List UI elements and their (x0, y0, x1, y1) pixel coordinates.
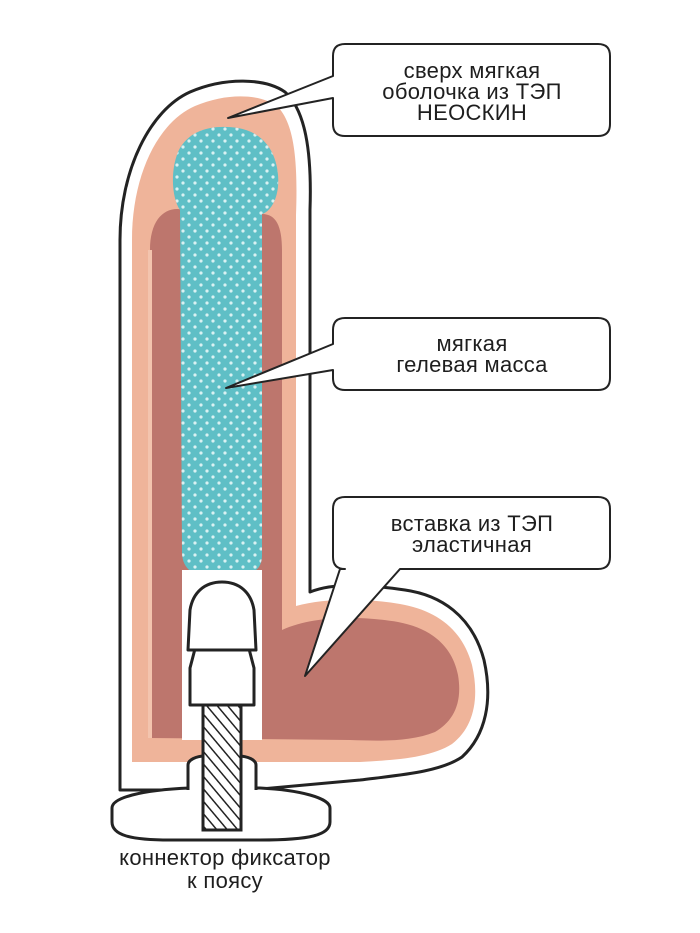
connector-caption-line-1: коннектор фиксатор (119, 845, 331, 870)
connector-tip-lower (188, 643, 256, 707)
callout-insert-line-1: вставка из ТЭП (390, 511, 554, 536)
callout-gel-text: мягкая гелевая масса (336, 331, 608, 377)
callout-gel-line-1: мягкая (436, 331, 508, 356)
callout-outer-shell-line-2: оболочка из ТЭП (382, 79, 562, 104)
callout-gel-line-2: гелевая масса (396, 352, 548, 377)
callout-outer-shell (227, 43, 611, 137)
connector-tip-upper (186, 580, 258, 652)
connector-caption-line-2: к поясу (187, 868, 263, 893)
callout-insert-text: вставка из ТЭП эластичная (336, 511, 608, 557)
connector-caption: коннектор фиксатор к поясу (60, 846, 390, 892)
callout-insert (304, 496, 611, 677)
callout-outer-shell-line-1: сверх мягкая (403, 58, 541, 83)
connector-stem (201, 703, 243, 832)
gel-core-dots (172, 126, 279, 579)
callout-outer-shell-text: сверх мягкая оболочка из ТЭП НЕОСКИН (336, 58, 608, 125)
callout-gel (225, 317, 611, 391)
callout-outer-shell-line-3: НЕОСКИН (416, 100, 528, 125)
callout-insert-line-2: эластичная (412, 532, 532, 557)
